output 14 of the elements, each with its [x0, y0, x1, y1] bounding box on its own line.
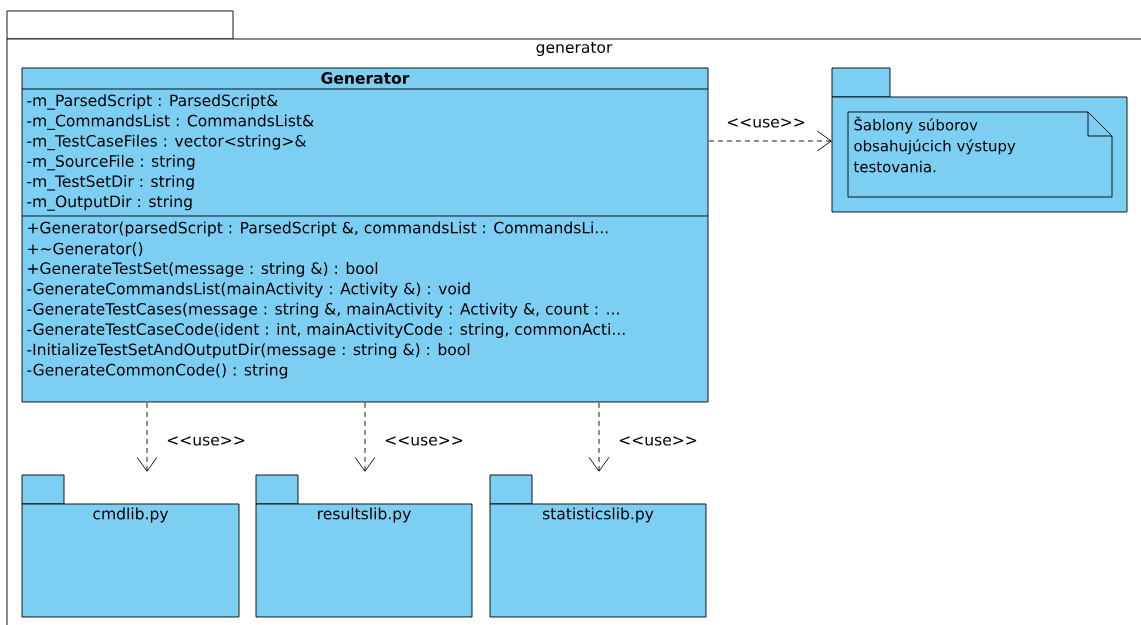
dependency-arrow — [708, 130, 832, 152]
edge-label: <<use>> — [617, 435, 699, 447]
dependency-arrow — [354, 402, 376, 472]
note: Šablony súborov obsahujúcich výstupy testovania. — [847, 111, 1113, 198]
edge-label: <<use>> — [383, 435, 465, 447]
class-box: Generator -m_ParsedScript : ParsedScript& -m_CommandsList : CommandsList& -m_TestCaseFiles : vector<string>& -m_SourceFile : string -m_TestSetDir : string -m_OutputDir : string +Generator(parsedScript : ParsedScript &, commandsList : CommandsLi... +~Generator() +GenerateTestSet(message : string &) : bool -GenerateCommandsList(mainActivity : Activity &) : void -GenerateTestCases(message : string &, mainActivity : Activity &, count : ... -GenerateTestCaseCode(ident : int, mainActivityCode : string, commonActi... -InitializeTestSetAndOutputDir(message : string &) : bool -GenerateCommonCode() : string — [21, 67, 709, 403]
edge-label: <<use>> — [165, 435, 247, 447]
dependency-arrow — [136, 402, 158, 472]
package: statisticslib.py — [489, 474, 707, 618]
dependency-arrow — [588, 402, 610, 472]
edge-label: <<use>> — [725, 117, 807, 129]
node-label: generator — [536, 41, 613, 57]
package: cmdlib.py — [21, 474, 240, 618]
package: resultslib.py — [255, 474, 473, 618]
